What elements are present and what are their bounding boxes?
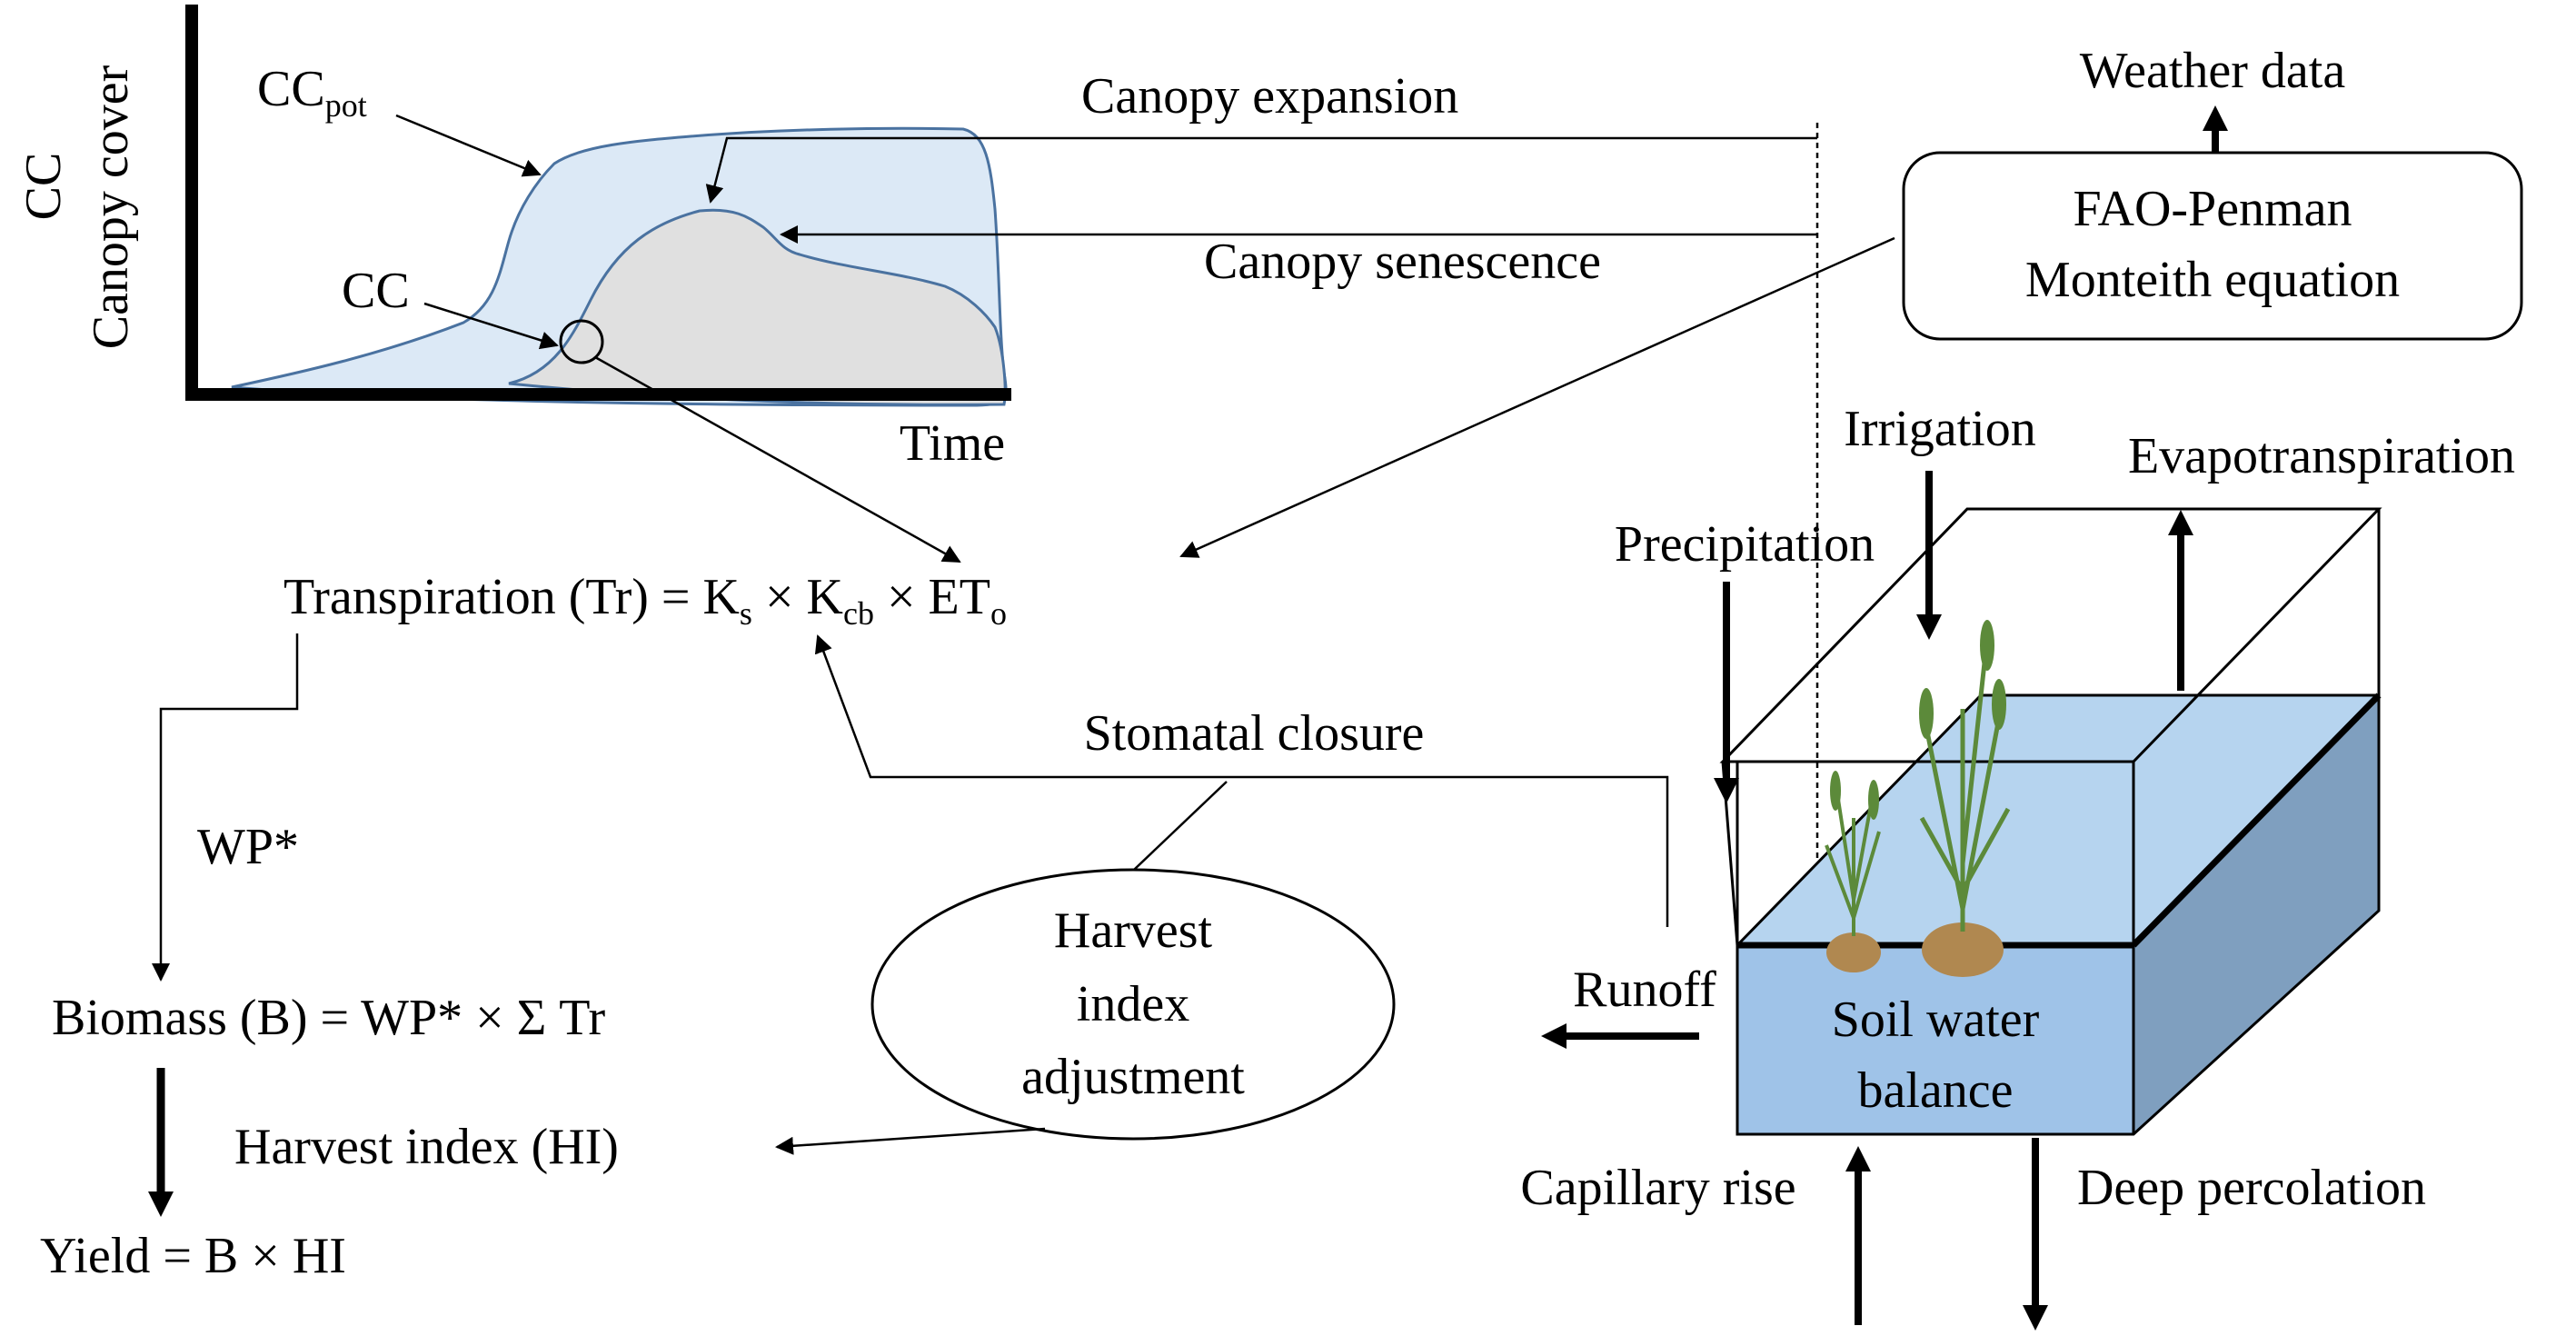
yield-flow: WP* Biomass (B) = WP* × Σ Tr Harvest ind…	[40, 633, 619, 1284]
fao-penman-box	[1902, 151, 2523, 341]
harvest-index-label: Harvest index (HI)	[234, 1119, 619, 1175]
fao-line2: Monteith equation	[2025, 252, 2400, 308]
y-axis-abbrev: CC	[15, 153, 72, 221]
canopy-expansion-label: Canopy expansion	[1081, 68, 1458, 125]
deep-percolation-label: Deep percolation	[2077, 1160, 2426, 1216]
capillary-rise-label: Capillary rise	[1520, 1160, 1795, 1216]
hi-adj-line1: Harvest	[1054, 902, 1213, 959]
harvest-index-adjustment-ellipse	[870, 868, 1396, 1141]
yield-equation: Yield = B × HI	[40, 1228, 346, 1284]
y-axis-label: Canopy cover	[83, 65, 139, 349]
runoff-label: Runoff	[1573, 962, 1716, 1018]
cc-pointer-arrow	[423, 302, 559, 350]
canopy-connectors: Canopy expansion Canopy senescence	[705, 68, 1819, 936]
soil-water-line1: Soil water	[1832, 992, 2040, 1048]
cc-sample-circle	[559, 319, 604, 364]
wp-star-label: WP*	[197, 819, 299, 875]
stress-feedback: Stomatal closure Harvest index adjustmen…	[775, 634, 1669, 1155]
evapotranspiration-label: Evapotranspiration	[2128, 428, 2515, 484]
stomatal-to-ellipse-line	[1133, 781, 1228, 871]
water-surface-back-edge	[2131, 693, 2382, 948]
cc-actual-area	[508, 208, 1007, 406]
x-axis-label: Time	[900, 415, 1005, 472]
ellipse-to-hi-arrow	[775, 1127, 1046, 1155]
transpiration-equation: Transpiration (Tr) = Ks × Kcb × ETo	[283, 569, 1007, 632]
water-top	[1737, 695, 2379, 945]
hi-adj-line2: index	[1077, 976, 1189, 1032]
cc-pot-label: CCpot	[257, 61, 367, 124]
weather-data-label: Weather data	[2080, 43, 2346, 99]
stomatal-closure-arrow	[814, 634, 1669, 927]
canopy-senescence-label: Canopy senescence	[1204, 234, 1601, 290]
biomass-equation: Biomass (B) = WP* × Σ Tr	[52, 990, 606, 1046]
cc-pot-pointer-arrow	[395, 114, 542, 177]
precipitation-label: Precipitation	[1615, 516, 1875, 573]
fao-to-transpiration-arrow	[1179, 236, 1895, 558]
water-fluxes: Irrigation Evapotranspiration Precipitat…	[1520, 401, 2515, 1331]
soil-water-line2: balance	[1858, 1062, 2014, 1119]
weather-block: Weather data FAO-Penman Monteith equatio…	[1179, 43, 2523, 558]
irrigation-label: Irrigation	[1844, 401, 2035, 457]
canopy-cover-chart: CC Canopy cover Time CCpot CC	[15, 5, 1011, 472]
water-front	[1737, 945, 2133, 1134]
stomatal-closure-label: Stomatal closure	[1084, 705, 1425, 762]
plant-large	[1919, 620, 2011, 977]
hi-adj-line3: adjustment	[1021, 1049, 1245, 1105]
cc-to-transpiration-arrow	[594, 355, 961, 563]
cc-label: CC	[342, 263, 410, 319]
plant-small	[1825, 771, 1881, 972]
soil-water-box: Soil water balance	[1719, 507, 2382, 1136]
transpiration-to-biomass-arrow	[152, 633, 299, 982]
water-side	[2133, 695, 2379, 1134]
fao-line1: FAO-Penman	[2074, 181, 2352, 237]
canopy-expansion-arrow	[705, 136, 1817, 204]
